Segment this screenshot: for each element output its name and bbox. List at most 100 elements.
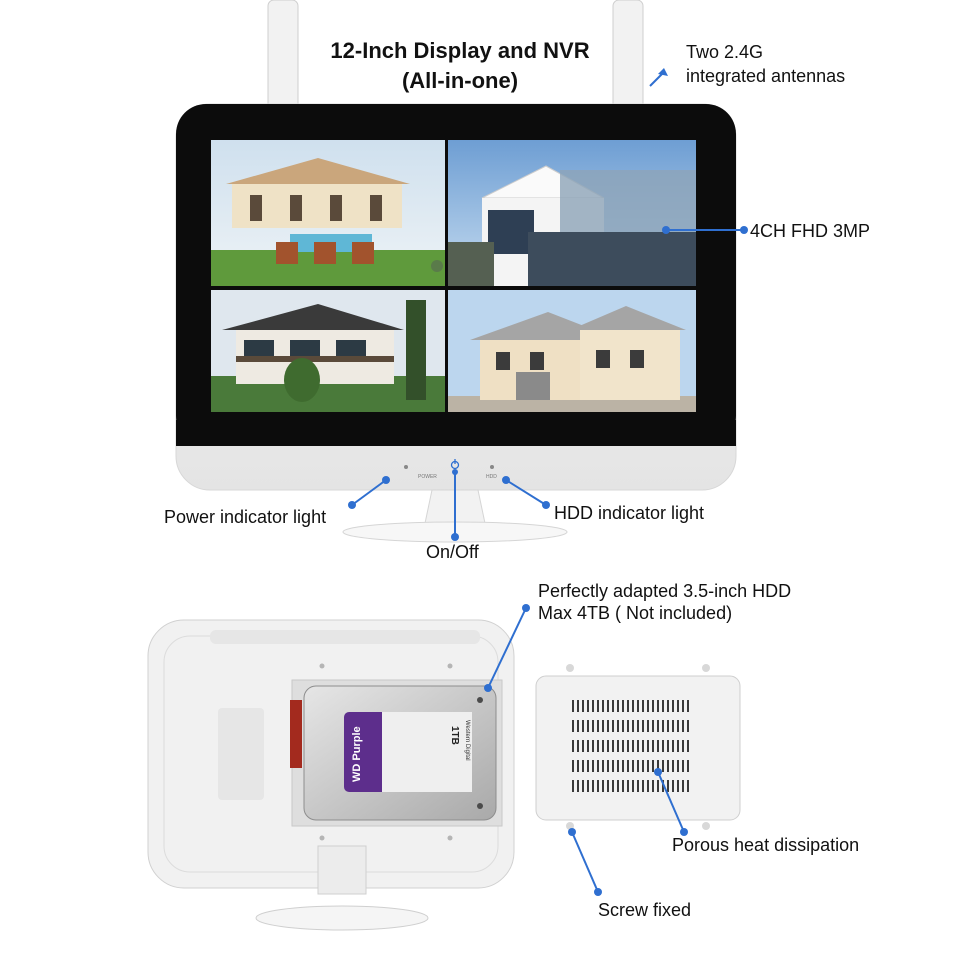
vent-slot [667, 760, 669, 772]
callout-lines [351, 71, 744, 893]
heat-dissipation-cover [535, 664, 741, 830]
antennas-line-2: integrated antennas [686, 66, 846, 86]
vent-slot [657, 780, 659, 792]
vent-slot [612, 720, 614, 732]
hdd-callout: Perfectly adapted 3.5-inch HDD Max 4TB (… [538, 580, 791, 624]
vent-slot [677, 700, 679, 712]
vent-slot [672, 740, 674, 752]
screw-callout: Screw fixed [598, 900, 692, 920]
vent-slot [622, 720, 624, 732]
vent-slot [572, 740, 574, 752]
vent-slot [647, 700, 649, 712]
vent-slot [612, 780, 614, 792]
vent-slot [642, 720, 644, 732]
vent-slot [632, 720, 634, 732]
vent-slot [587, 740, 589, 752]
hdd-line-2: Max 4TB ( Not included) [538, 603, 733, 623]
vent-slot [687, 720, 689, 732]
vent-slot [617, 760, 619, 772]
arrow-icon [658, 68, 668, 76]
vent-slot [677, 760, 679, 772]
vent-slot [647, 760, 649, 772]
vent-slot [617, 780, 619, 792]
hdd-panel-label: HDD [486, 474, 497, 480]
hdd-series-label: WD Purple [351, 726, 363, 782]
vent-slot [667, 720, 669, 732]
vent-slot [642, 780, 644, 792]
vent-slot [612, 740, 614, 752]
hdd-line-1: Perfectly adapted 3.5-inch HDD [538, 581, 792, 601]
vent-slot [642, 700, 644, 712]
vent-slot [612, 760, 614, 772]
power-icon[interactable] [450, 459, 460, 470]
vent-slot [582, 780, 584, 792]
vent-slot [667, 780, 669, 792]
vent-slot [587, 780, 589, 792]
hdd [290, 685, 497, 821]
vent-slot [607, 740, 609, 752]
vent-slot [662, 760, 664, 772]
vent-slot [637, 720, 639, 732]
vent-slot [602, 700, 604, 712]
title-line-1: 12-Inch Display and NVR [330, 38, 590, 63]
vent-slot [622, 700, 624, 712]
vent-slot [637, 740, 639, 752]
vent-slot [587, 720, 589, 732]
vent-slot [642, 760, 644, 772]
vent-slot [647, 720, 649, 732]
vent-slot [572, 780, 574, 792]
vent-slot [602, 780, 604, 792]
vent-slot [597, 720, 599, 732]
vent-slot [627, 780, 629, 792]
vent-slot [622, 760, 624, 772]
vent-slot [637, 780, 639, 792]
vent-slot [607, 720, 609, 732]
vent-slot [607, 760, 609, 772]
vent-slot [662, 740, 664, 752]
vent-slot [652, 780, 654, 792]
vent-slot [652, 740, 654, 752]
camera-feed-2 [448, 140, 696, 286]
vent-slot [647, 740, 649, 752]
vent-slot [657, 740, 659, 752]
camera-feed-4 [448, 290, 696, 412]
antenna-left [267, 0, 299, 113]
vent-slot [592, 760, 594, 772]
vent-slot [657, 720, 659, 732]
vent-slot [622, 740, 624, 752]
vent-slot [662, 700, 664, 712]
vent-slot [582, 740, 584, 752]
vent-slot [677, 740, 679, 752]
vent-slot [602, 760, 604, 772]
vent-slot [592, 720, 594, 732]
vent-slot [592, 780, 594, 792]
vent-slot [627, 760, 629, 772]
vent-slot [682, 700, 684, 712]
vent-slot [652, 700, 654, 712]
vent-slot [597, 740, 599, 752]
vent-slot [582, 760, 584, 772]
vent-slot [632, 760, 634, 772]
vent-slot [607, 700, 609, 712]
vent-slot [597, 760, 599, 772]
vent-slot [632, 700, 634, 712]
vent-slot [572, 700, 574, 712]
vent-slot [622, 780, 624, 792]
vent-slot [682, 720, 684, 732]
vent-slot [612, 700, 614, 712]
vent-slot [667, 700, 669, 712]
callout-dots [348, 226, 748, 896]
antennas-line-1: Two 2.4G [686, 42, 764, 62]
hdd-indicator-callout: HDD indicator light [554, 503, 705, 523]
vent-slot [627, 720, 629, 732]
vent-slot [637, 760, 639, 772]
title-line-2: (All-in-one) [401, 68, 519, 93]
on-off-callout: On/Off [426, 542, 479, 562]
vent-slot [657, 700, 659, 712]
vent-slot [672, 780, 674, 792]
vent-slot [642, 740, 644, 752]
vent-slot [687, 760, 689, 772]
vent-slot [617, 740, 619, 752]
vent-slot [652, 720, 654, 732]
